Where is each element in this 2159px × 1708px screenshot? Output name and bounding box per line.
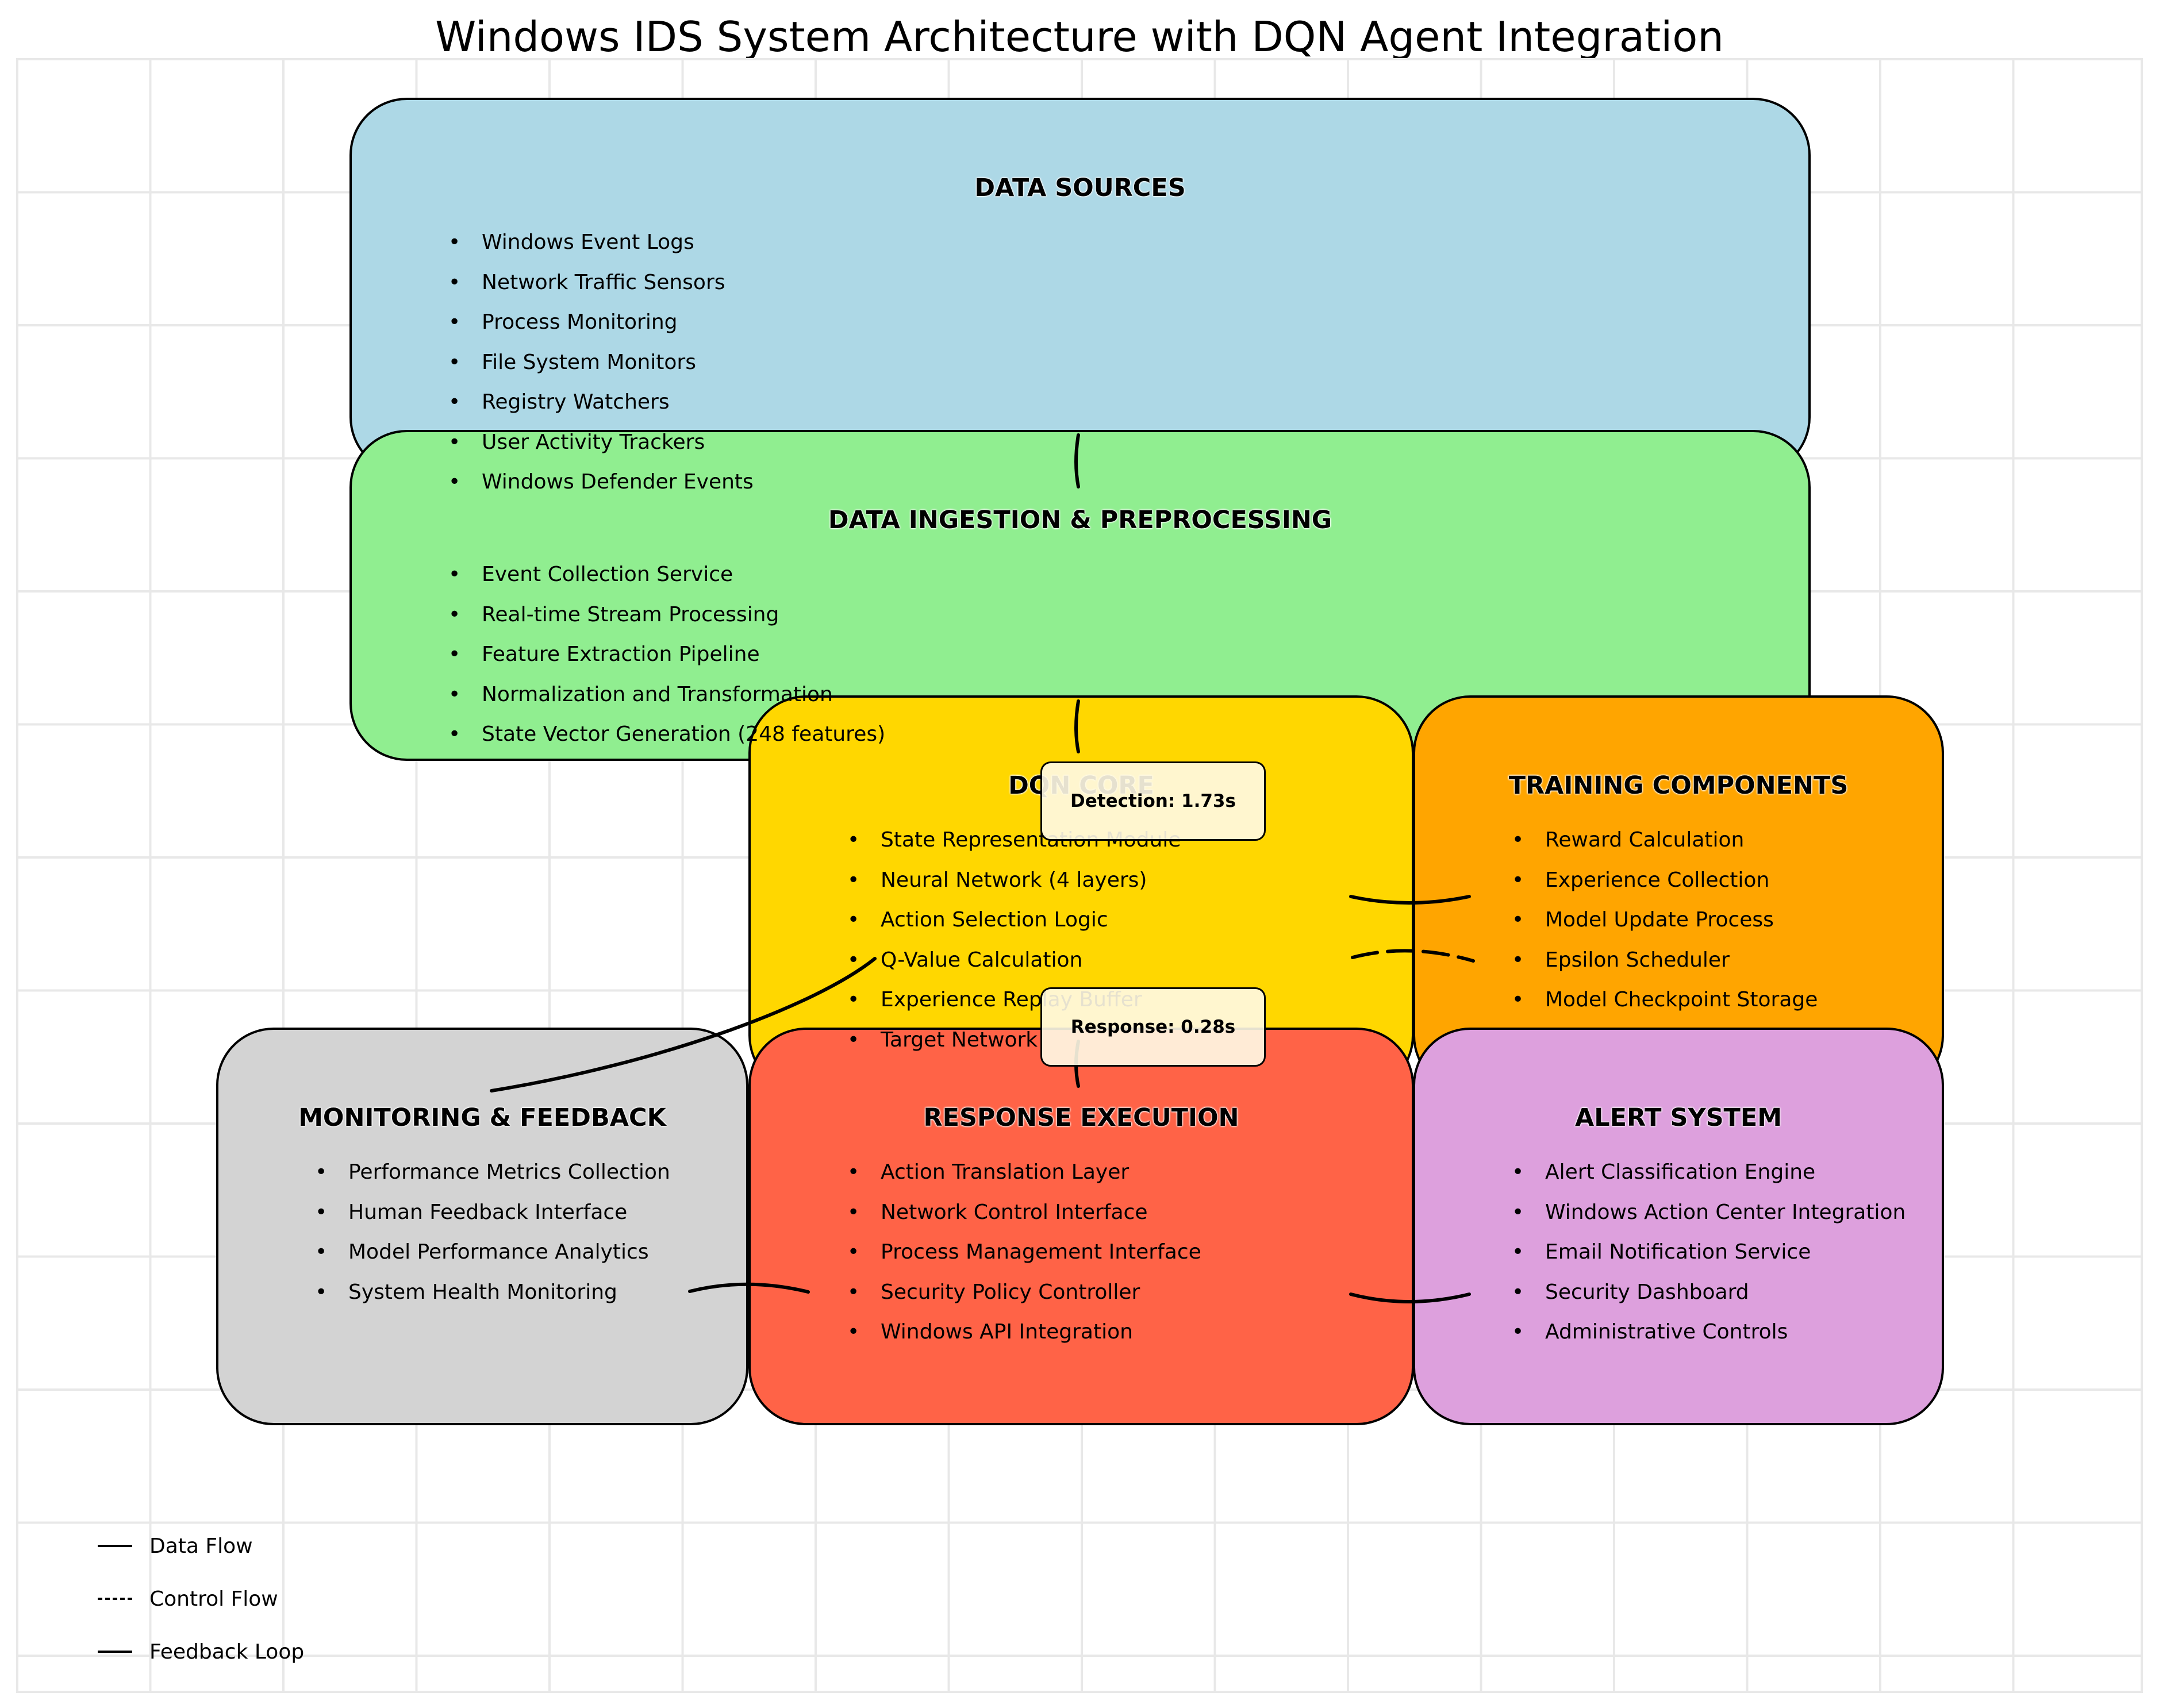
connector-sources-to-ingestion xyxy=(1074,433,1080,488)
connector-training-to-dqn-control xyxy=(1351,949,1475,963)
legend-label: Control Flow xyxy=(149,1587,278,1611)
list-item: User Activity Trackers xyxy=(448,422,754,463)
connector-ingestion-to-dqn xyxy=(1074,699,1080,753)
legend-label: Data Flow xyxy=(149,1534,253,1558)
list-item: Alert Classification Engine xyxy=(1512,1152,1906,1192)
list-item: Email Notification Service xyxy=(1512,1232,1906,1272)
response-execution-list: Action Translation Layer Network Control… xyxy=(847,1152,1201,1352)
training-components-list: Reward Calculation Experience Collection… xyxy=(1512,820,1818,1020)
connector-feedback-loop xyxy=(490,957,877,1092)
legend-control-flow: Control Flow xyxy=(98,1587,278,1611)
list-item: Model Update Process xyxy=(1512,900,1818,940)
data-sources-title: DATA SOURCES xyxy=(974,174,1186,202)
list-item: Feature Extraction Pipeline xyxy=(448,634,885,675)
legend-feedback-loop: Feedback Loop xyxy=(98,1640,305,1664)
list-item: Registry Watchers xyxy=(448,382,754,422)
list-item: State Vector Generation (248 features) xyxy=(448,714,885,755)
list-item: Normalization and Transformation xyxy=(448,675,885,715)
list-item: Reward Calculation xyxy=(1512,820,1818,860)
list-item: Action Translation Layer xyxy=(847,1152,1201,1192)
data-ingestion-list: Event Collection Service Real-time Strea… xyxy=(448,555,885,755)
connector-dqn-to-training xyxy=(1349,895,1471,905)
list-item: Windows Event Logs xyxy=(448,222,754,263)
response-time-badge: Response: 0.28s xyxy=(1040,987,1266,1067)
legend-label: Feedback Loop xyxy=(149,1640,305,1664)
legend-solid-line xyxy=(98,1651,132,1653)
list-item: Windows API Integration xyxy=(847,1312,1201,1352)
response-execution-title: RESPONSE EXECUTION xyxy=(923,1103,1239,1132)
list-item: Action Selection Logic xyxy=(847,900,1181,940)
list-item: Network Control Interface xyxy=(847,1192,1201,1233)
list-item: Windows Action Center Integration xyxy=(1512,1192,1906,1233)
list-item: Model Performance Analytics xyxy=(315,1232,670,1272)
list-item: Neural Network (4 layers) xyxy=(847,860,1181,901)
list-item: Event Collection Service xyxy=(448,555,885,595)
list-item: Human Feedback Interface xyxy=(315,1192,670,1233)
data-ingestion-title: DATA INGESTION & PREPROCESSING xyxy=(828,506,1332,534)
list-item: Process Monitoring xyxy=(448,302,754,343)
legend-data-flow: Data Flow xyxy=(98,1534,253,1558)
alert-system-list: Alert Classification Engine Windows Acti… xyxy=(1512,1152,1906,1352)
list-item: Experience Collection xyxy=(1512,860,1818,901)
detection-time-badge: Detection: 1.73s xyxy=(1040,761,1266,841)
list-item: Security Policy Controller xyxy=(847,1272,1201,1313)
monitoring-feedback-list: Performance Metrics Collection Human Fee… xyxy=(315,1152,670,1312)
connector-response-to-alert xyxy=(1349,1292,1471,1303)
legend-dashed-line xyxy=(98,1598,132,1600)
connector-monitoring-to-response xyxy=(688,1282,810,1294)
training-components-title: TRAINING COMPONENTS xyxy=(1508,771,1849,800)
alert-system-title: ALERT SYSTEM xyxy=(1574,1103,1782,1132)
list-item: Real-time Stream Processing xyxy=(448,595,885,635)
data-sources-list: Windows Event Logs Network Traffic Senso… xyxy=(448,222,754,502)
list-item: Process Management Interface xyxy=(847,1232,1201,1272)
list-item: System Health Monitoring xyxy=(315,1272,670,1313)
list-item: Q-Value Calculation xyxy=(847,940,1181,980)
list-item: File System Monitors xyxy=(448,343,754,383)
list-item: Network Traffic Sensors xyxy=(448,263,754,303)
diagram-title: Windows IDS System Architecture with DQN… xyxy=(435,13,1724,61)
list-item: Windows Defender Events xyxy=(448,462,754,502)
list-item: Target Network xyxy=(847,1020,1181,1060)
legend-solid-line xyxy=(98,1545,132,1547)
list-item: Security Dashboard xyxy=(1512,1272,1906,1313)
monitoring-feedback-title: MONITORING & FEEDBACK xyxy=(298,1103,666,1132)
list-item: Performance Metrics Collection xyxy=(315,1152,670,1192)
list-item: Model Checkpoint Storage xyxy=(1512,980,1818,1020)
list-item: Epsilon Scheduler xyxy=(1512,940,1818,980)
list-item: Administrative Controls xyxy=(1512,1312,1906,1352)
grid-frame xyxy=(16,58,2143,1693)
